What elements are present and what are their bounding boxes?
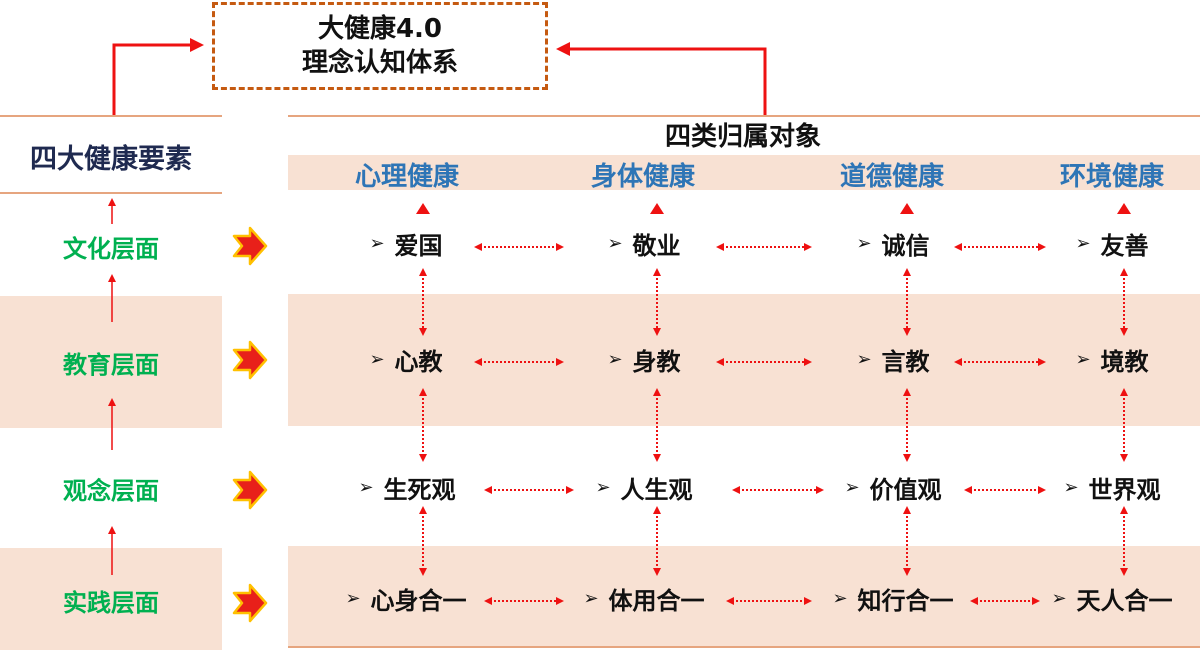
item-friendliness: ➢友善 bbox=[1075, 231, 1149, 260]
item-substance-function-unity: ➢体用合一 bbox=[583, 586, 705, 615]
column-heading-moral: 道德健康 bbox=[839, 161, 944, 192]
right-header: 四类归属对象 bbox=[664, 121, 821, 152]
title-line-2: 理念认知体系 bbox=[301, 48, 458, 78]
left-header: 四大健康要素 bbox=[30, 143, 192, 175]
item-knowledge-action-unity: ➢知行合一 bbox=[832, 586, 954, 615]
column-heading-psychological: 心理健康 bbox=[354, 161, 459, 192]
column-up-arrow-1 bbox=[416, 203, 430, 214]
level-pointer-icons bbox=[232, 226, 268, 623]
level-pointer-4-icon bbox=[232, 583, 268, 623]
item-mind-body-unity: ➢心身合一 bbox=[345, 586, 467, 615]
left-top-line bbox=[0, 115, 222, 117]
level-pointer-2-icon bbox=[232, 340, 268, 380]
column-up-arrow-3 bbox=[900, 203, 914, 214]
item-heaven-human-unity: ➢天人合一 bbox=[1051, 586, 1173, 615]
level-pointer-1-icon bbox=[232, 226, 268, 266]
item-worldview: ➢世界观 bbox=[1063, 475, 1161, 504]
item-outlook-on-life: ➢人生观 bbox=[595, 475, 693, 504]
right-bottom-line bbox=[288, 646, 1200, 648]
level-concept: 观念层面 bbox=[63, 476, 159, 505]
level-culture: 文化层面 bbox=[63, 234, 159, 263]
header-band-columns bbox=[288, 155, 1200, 190]
level-practice: 实践层面 bbox=[63, 588, 159, 617]
column-up-arrow-4 bbox=[1117, 203, 1131, 214]
row-band-practice-left bbox=[0, 548, 222, 650]
row-band-education-left bbox=[0, 296, 222, 428]
item-dedication: ➢敬业 bbox=[607, 231, 681, 260]
item-view-of-life-death: ➢生死观 bbox=[358, 475, 456, 504]
left-header-bottom-line bbox=[0, 192, 222, 194]
item-mind-teaching: ➢心教 bbox=[369, 347, 443, 376]
item-patriotism: ➢爱国 bbox=[369, 231, 443, 260]
level-education: 教育层面 bbox=[63, 350, 159, 379]
item-word-teaching: ➢言教 bbox=[856, 347, 930, 376]
title-box: 大健康4.0 理念认知体系 bbox=[212, 2, 548, 90]
level-pointer-3-icon bbox=[232, 470, 268, 510]
item-values: ➢价值观 bbox=[844, 475, 942, 504]
column-heading-physical: 身体健康 bbox=[590, 161, 695, 192]
column-up-arrow-2 bbox=[650, 203, 664, 214]
title-line-1: 大健康4.0 bbox=[317, 14, 443, 44]
item-environment-teaching: ➢境教 bbox=[1075, 347, 1149, 376]
right-top-line bbox=[288, 115, 1200, 117]
column-heading-environmental: 环境健康 bbox=[1059, 161, 1164, 192]
connector-right-to-title bbox=[556, 42, 767, 115]
item-example-teaching: ➢身教 bbox=[607, 347, 681, 376]
item-integrity: ➢诚信 bbox=[856, 231, 930, 260]
row-band-practice-right bbox=[288, 546, 1200, 646]
connector-left-to-title bbox=[112, 38, 204, 115]
